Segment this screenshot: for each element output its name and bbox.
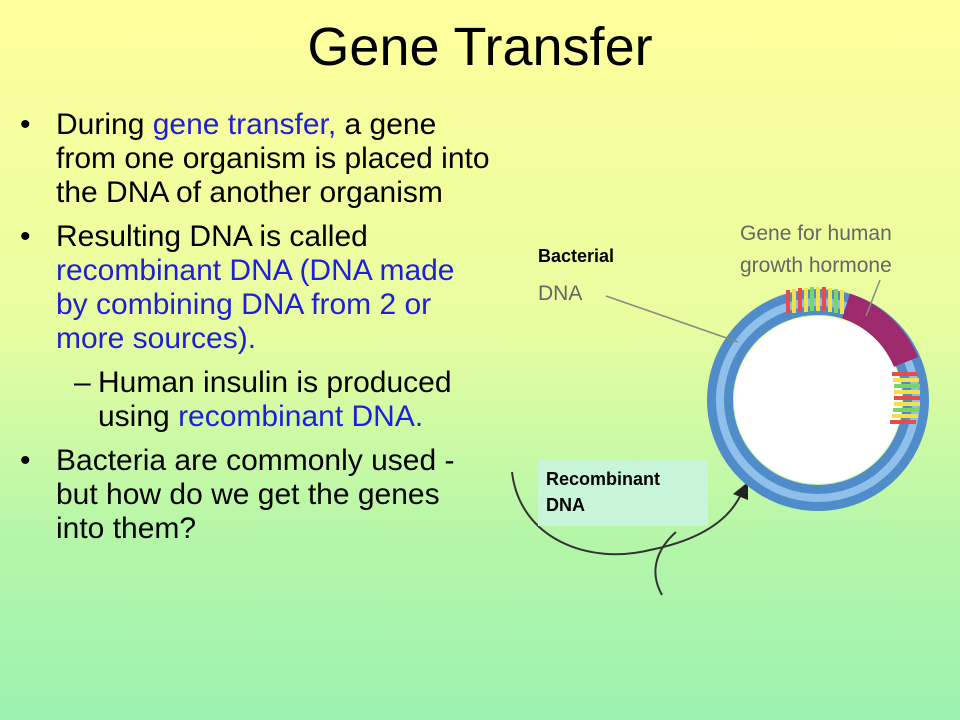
gene-label-line2: growth hormone <box>740 254 892 277</box>
dna-pointer-line <box>605 295 739 343</box>
junction-stripes-right <box>890 372 920 424</box>
gene-label-line1: Gene for human <box>740 222 892 245</box>
arrow-curve <box>511 471 743 556</box>
label-bacterial: Bacterial <box>538 246 615 266</box>
bullet-text-lead: Resulting DNA is called <box>56 220 368 253</box>
bullet-recombinant-dna: • Resulting DNA is called recombinant DN… <box>20 220 490 356</box>
bullet-highlight: gene transfer, <box>152 108 337 141</box>
bullet-mark: • <box>20 444 31 477</box>
gene-pointer-line <box>865 279 881 317</box>
bullet-text: Bacteria are commonly used - but how do … <box>56 444 455 545</box>
bullet-bacteria: • Bacteria are commonly used - but how d… <box>20 444 490 546</box>
bullet-highlight: recombinant DNA (DNA made by combining D… <box>56 254 455 355</box>
bullet-text-rest: a gene from one organism is placed into … <box>56 108 490 209</box>
label-gene-human-growth-hormone: Gene for human growth hormone <box>740 218 892 282</box>
bullet-mark: • <box>20 108 31 141</box>
bullet-list: • During gene transfer, a gene from one … <box>20 108 490 556</box>
arrow-head-icon <box>733 482 748 500</box>
sub-bullet-insulin: – Human insulin is produced using recomb… <box>20 366 490 434</box>
gene-insert-segment <box>841 293 919 368</box>
label-dna: DNA <box>538 282 583 305</box>
bullet-gene-transfer: • During gene transfer, a gene from one … <box>20 108 490 210</box>
bullet-mark: • <box>20 220 31 253</box>
dash-mark: – <box>74 366 91 399</box>
sub-bullet-text: Human insulin is produced using <box>98 366 452 433</box>
sub-bullet-highlight: recombinant DNA. <box>178 400 424 433</box>
recombinant-label-line2: DNA <box>546 495 585 515</box>
slide-title: Gene Transfer <box>307 17 653 77</box>
junction-stripes-top <box>786 287 844 314</box>
recombinant-dna-label-box: Recombinant DNA <box>538 460 708 526</box>
bullet-text-lead: During <box>56 108 153 141</box>
plasmid-center <box>734 316 902 484</box>
arrow-tail-curve <box>654 531 677 596</box>
recombinant-label-line1: Recombinant <box>546 469 661 489</box>
